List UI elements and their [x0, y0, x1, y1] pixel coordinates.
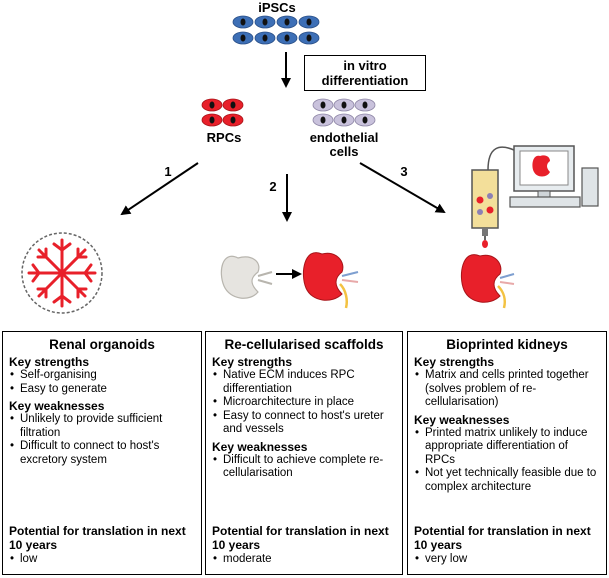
panel-renal-organoids: Renal organoids Key strengths Self-organ… — [2, 331, 202, 575]
strength-item: Easy to generate — [9, 383, 195, 397]
ipsc-cells — [232, 15, 320, 45]
arrow-route-3 — [359, 162, 446, 214]
panel-bioprinted-kidneys: Bioprinted kidneys Key strengths Matrix … — [407, 331, 607, 575]
weakness-item: Not yet technically feasible due to comp… — [414, 467, 600, 494]
potential-value: low — [9, 553, 190, 567]
weakness-item: Difficult to connect to host's excretory… — [9, 440, 195, 467]
strength-item: Self-organising — [9, 369, 195, 383]
endothelial-cells-label: endothelial cells — [309, 130, 379, 159]
potential-value: moderate — [212, 553, 393, 567]
strengths-heading: Key strengths — [414, 355, 495, 369]
potential-heading: Potential for translation in next 10 yea… — [212, 524, 389, 552]
panel-title: Re-cellularised scaffolds — [224, 337, 384, 352]
strength-item: Microarchitecture in place — [212, 396, 396, 410]
scaffold-illustration — [220, 252, 359, 309]
arrow-route-1 — [120, 162, 199, 216]
weakness-item: Printed matrix unlikely to induce approp… — [414, 427, 600, 468]
panel-title: Bioprinted kidneys — [446, 337, 568, 352]
potential-value: very low — [414, 553, 595, 567]
organoid-illustration — [21, 232, 103, 314]
weakness-item: Difficult to achieve complete re-cellula… — [212, 454, 396, 481]
strengths-heading: Key strengths — [9, 355, 90, 369]
strength-item: Native ECM induces RPC differentiation — [212, 369, 396, 396]
panel-recellularised-scaffolds: Re-cellularised scaffolds Key strengths … — [205, 331, 403, 575]
bioprinter-illustration — [460, 145, 599, 309]
potential-heading: Potential for translation in next 10 yea… — [414, 524, 591, 552]
differentiation-box: in vitro differentiation — [304, 55, 426, 91]
panel-title: Renal organoids — [49, 337, 155, 352]
weaknesses-heading: Key weaknesses — [9, 399, 105, 413]
strengths-heading: Key strengths — [212, 355, 293, 369]
route-label-2: 2 — [269, 179, 277, 194]
rpc-cells — [201, 98, 244, 127]
weakness-item: Unlikely to provide sufficient filtratio… — [9, 413, 195, 440]
weaknesses-heading: Key weaknesses — [414, 412, 510, 427]
route-label-1: 1 — [164, 164, 172, 179]
strength-item: Matrix and cells printed together (solve… — [414, 369, 600, 410]
ipscs-label: iPSCs — [258, 0, 296, 15]
endothelial-cells — [312, 98, 376, 127]
weaknesses-heading: Key weaknesses — [212, 439, 308, 454]
route-label-3: 3 — [400, 164, 408, 179]
rpcs-label: RPCs — [206, 130, 242, 145]
strength-item: Easy to connect to host's ureter and ves… — [212, 410, 396, 437]
potential-heading: Potential for translation in next 10 yea… — [9, 524, 186, 552]
